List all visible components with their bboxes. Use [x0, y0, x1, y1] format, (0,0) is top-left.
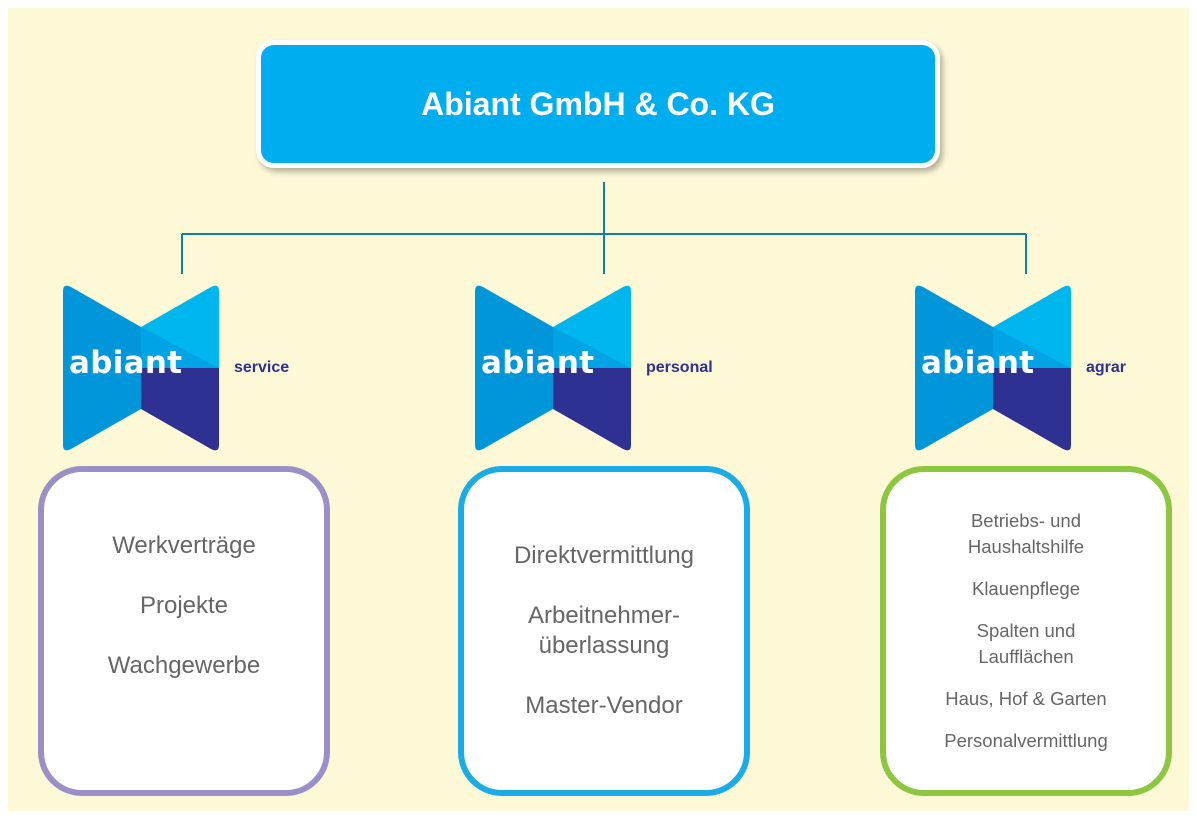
personal-box: Direktvermittlung Arbeitnehmer- überlass…	[458, 466, 750, 796]
abiant-bowtie-icon	[475, 285, 631, 451]
service-item: Wachgewerbe	[107, 652, 261, 679]
service-item: Werkverträge	[112, 532, 256, 559]
logo-brand-text: abiant	[921, 345, 1035, 381]
agrar-item: Klauenpflege	[971, 578, 1080, 599]
agrar-item: Personalvermittlung	[944, 730, 1108, 751]
agrar-item: Betriebs- und Haushaltshilfe	[967, 510, 1085, 557]
personal-item: Arbeitnehmer- überlassung	[527, 602, 681, 659]
agrar-item: Haus, Hof & Garten	[945, 688, 1107, 709]
service-box: Werkverträge Projekte Wachgewerbe	[38, 466, 330, 796]
agrar-box: Betriebs- und Haushaltshilfe Klauenpfleg…	[880, 466, 1172, 796]
company-header-box: Abiant GmbH & Co. KG	[256, 40, 940, 168]
logo-service: abiant service	[63, 283, 313, 453]
agrar-item: Spalten und Laufflächen	[976, 620, 1076, 667]
abiant-bowtie-icon	[63, 285, 219, 451]
logo-agrar: abiant agrar	[915, 283, 1165, 453]
personal-item: Master-Vendor	[525, 692, 683, 719]
logo-division-label: personal	[646, 359, 713, 376]
logo-division-label: agrar	[1086, 359, 1127, 376]
logo-brand-text: abiant	[481, 345, 595, 381]
abiant-bowtie-icon	[915, 285, 1071, 451]
logo-brand-text: abiant	[69, 345, 183, 381]
service-item: Projekte	[139, 592, 229, 619]
company-title: Abiant GmbH & Co. KG	[421, 85, 775, 122]
logo-personal: abiant personal	[475, 283, 725, 453]
logo-division-label: service	[234, 359, 290, 376]
personal-item: Direktvermittlung	[513, 542, 695, 569]
